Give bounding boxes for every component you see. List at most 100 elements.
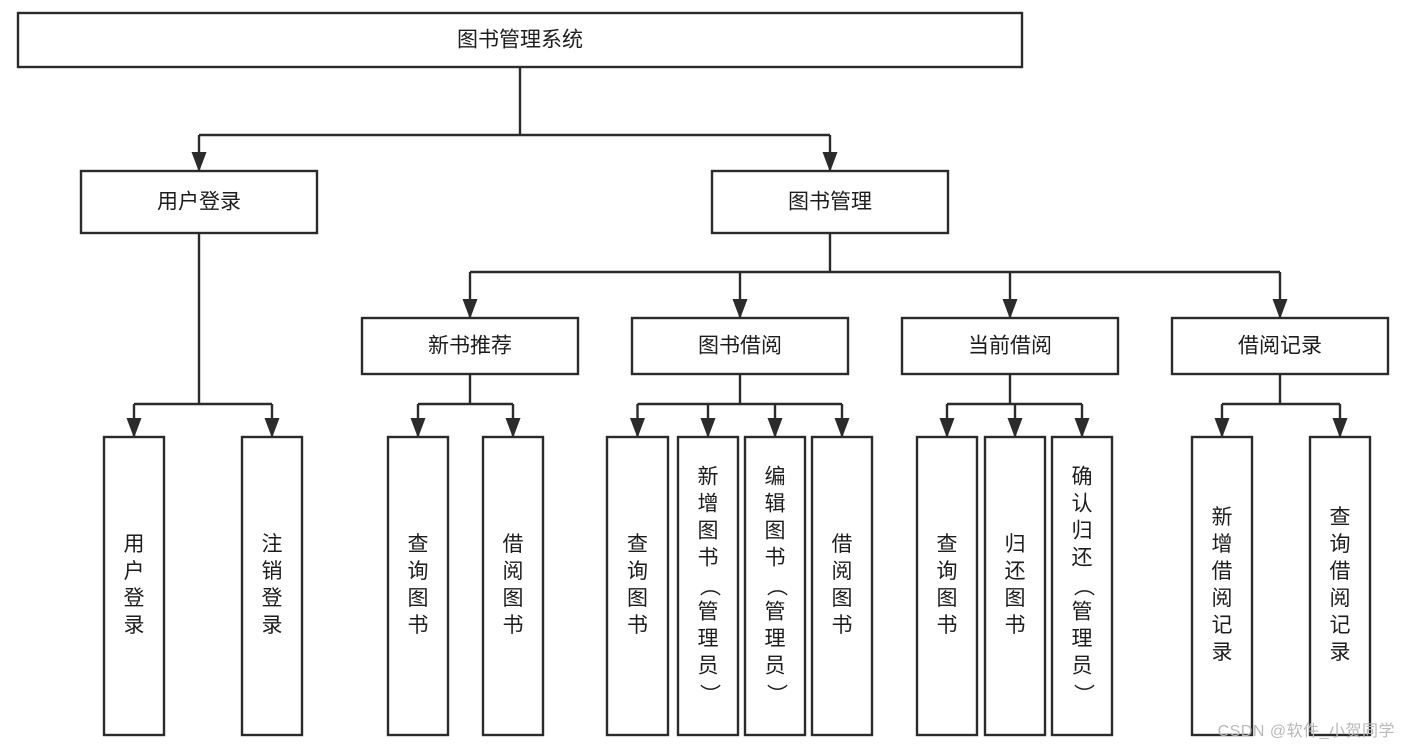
- label-char: 询: [627, 560, 648, 583]
- label-char: 增: [698, 493, 719, 516]
- label-char: 书: [832, 614, 853, 637]
- node-box-leaf-return-book[interactable]: [983, 435, 1047, 737]
- label-char: 书: [408, 614, 429, 637]
- connector-group: [126, 233, 280, 438]
- label-char: 理: [765, 628, 786, 651]
- label-char: 借: [503, 533, 524, 556]
- connector-arrowhead: [1332, 418, 1348, 438]
- connector-arrowhead: [264, 418, 280, 438]
- label-char: 书: [765, 547, 786, 570]
- connector-group: [939, 374, 1090, 438]
- node-box-leaf-logout[interactable]: [240, 435, 304, 737]
- node-box-leaf-borrow-book-2[interactable]: [810, 435, 874, 737]
- connector-arrowhead: [700, 418, 716, 438]
- label-char: 增: [1212, 533, 1233, 556]
- node-box-leaf-borrow-book-1[interactable]: [481, 435, 545, 737]
- label-char: 阅: [1212, 587, 1233, 610]
- label-char: 图: [503, 587, 524, 610]
- connector-arrowhead: [462, 299, 478, 319]
- label-char: 查: [627, 533, 648, 556]
- label-char: 图: [937, 587, 958, 610]
- connector-arrowhead: [1007, 418, 1023, 438]
- connector-arrowhead: [822, 152, 838, 172]
- label-char: 借: [1212, 560, 1233, 583]
- node-box-leaf-query-book-2[interactable]: [605, 435, 670, 737]
- node-box-borrow-record[interactable]: [1170, 316, 1390, 376]
- label-char: 理: [1072, 628, 1093, 651]
- label-char: ）: [764, 684, 787, 705]
- csdn-watermark: CSDN @软件_小贺同学: [1217, 723, 1395, 740]
- connector-arrowhead: [1214, 418, 1230, 438]
- label-char: 书: [698, 547, 719, 570]
- node-box-leaf-add-record[interactable]: [1190, 435, 1254, 737]
- node-label-root: 图书管理系统: [457, 29, 583, 52]
- node-box-leaf-edit-book[interactable]: [743, 435, 807, 737]
- label-char: 借: [1330, 560, 1351, 583]
- node-box-new-book-rec[interactable]: [360, 316, 580, 376]
- connector-arrowhead: [1074, 418, 1090, 438]
- label-char: 书: [937, 614, 958, 637]
- label-char: 阅: [1330, 587, 1351, 610]
- label-char: 书: [627, 614, 648, 637]
- connector-arrowhead: [767, 418, 783, 438]
- label-char: 辑: [765, 493, 786, 516]
- node-box-leaf-query-record[interactable]: [1308, 435, 1372, 737]
- connector-group: [1214, 374, 1348, 438]
- label-char: 图: [765, 520, 786, 543]
- label-char: 登: [262, 587, 283, 610]
- node-box-leaf-add-book[interactable]: [676, 435, 740, 737]
- label-char: 注: [262, 533, 283, 556]
- label-char: ）: [697, 684, 720, 705]
- label-char: 管: [698, 601, 719, 624]
- label-char: 查: [1330, 506, 1351, 529]
- connector-arrowhead: [1002, 299, 1018, 319]
- node-box-book-borrow[interactable]: [630, 316, 850, 376]
- label-char: 图: [698, 520, 719, 543]
- label-char: 询: [408, 560, 429, 583]
- label-char: 还: [1072, 547, 1093, 570]
- label-char: 员: [765, 655, 786, 678]
- node-label-current-borrow: 当前借阅: [968, 335, 1052, 358]
- node-box-leaf-query-book-3[interactable]: [915, 435, 979, 737]
- node-box-user-login[interactable]: [79, 169, 319, 235]
- node-box-root[interactable]: [16, 11, 1024, 69]
- label-char: 归: [1005, 533, 1026, 556]
- label-char: 销: [262, 560, 283, 583]
- connector-arrowhead: [939, 418, 955, 438]
- connector-arrowhead: [630, 418, 645, 438]
- label-char: 图: [1005, 587, 1026, 610]
- connector-group: [191, 67, 838, 172]
- node-label-book-borrow: 图书借阅: [698, 335, 782, 358]
- label-char: 录: [124, 614, 145, 637]
- label-char: （: [697, 576, 720, 597]
- label-char: 登: [124, 587, 145, 610]
- node-box-book-manage[interactable]: [710, 169, 950, 235]
- label-char: 管: [765, 601, 786, 624]
- label-char: ）: [1071, 684, 1094, 705]
- node-box-current-borrow[interactable]: [900, 316, 1120, 376]
- label-char: 还: [1005, 560, 1026, 583]
- label-char: 询: [1330, 533, 1351, 556]
- node-label-borrow-record: 借阅记录: [1238, 335, 1322, 358]
- label-char: 新: [698, 466, 719, 489]
- node-box-leaf-confirm-return[interactable]: [1050, 435, 1114, 737]
- node-box-leaf-query-book-1[interactable]: [386, 435, 450, 737]
- label-char: 询: [937, 560, 958, 583]
- connector-group: [462, 233, 1288, 319]
- label-char: 书: [503, 614, 524, 637]
- node-label-leaf-user-login: 用户登录: [124, 533, 145, 637]
- label-char: 员: [1072, 655, 1093, 678]
- node-box-leaf-user-login[interactable]: [102, 435, 166, 737]
- label-char: 阅: [503, 560, 524, 583]
- connector-arrowhead: [410, 418, 426, 438]
